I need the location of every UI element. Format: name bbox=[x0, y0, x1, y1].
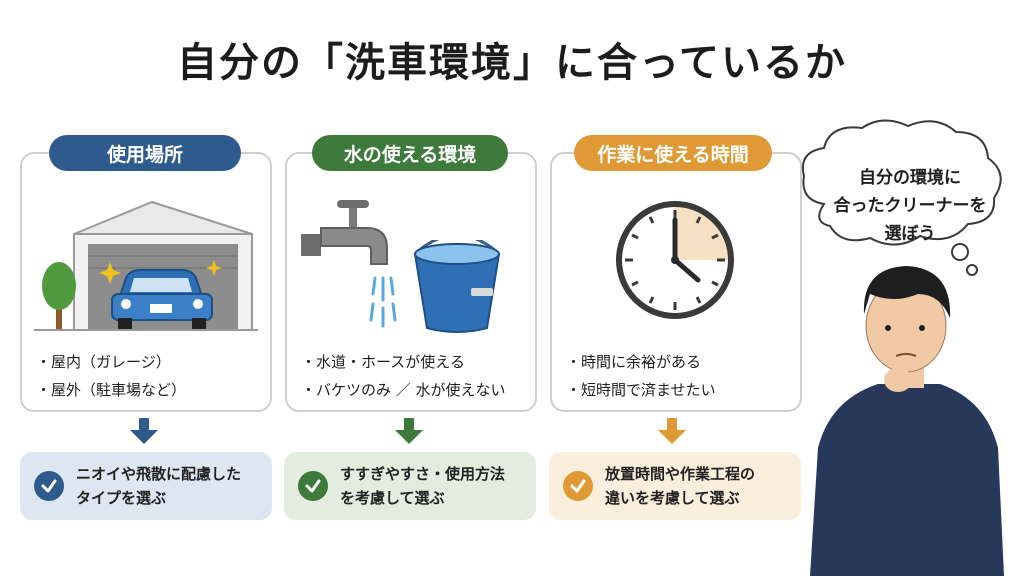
card-usage-location: 屋内（ガレージ） 屋外（駐車場など） bbox=[20, 152, 272, 412]
result-usage-location: ニオイや飛散に配慮した タイプを選ぶ bbox=[20, 452, 272, 520]
clock-icon bbox=[616, 201, 734, 319]
garage-car-icon bbox=[34, 200, 258, 331]
water-environment-list: 水道・ホースが使える バケツのみ ／ 水が使えない bbox=[301, 348, 506, 404]
result-water-environment: すすぎやすさ・使用方法 を考慮して選ぶ bbox=[284, 452, 536, 520]
check-circle-icon bbox=[34, 471, 64, 501]
result-text: すすぎやすさ・使用方法 を考慮して選ぶ bbox=[340, 465, 506, 507]
result-work-time: 放置時間や作業工程の 違いを考慮して選ぶ bbox=[549, 452, 801, 520]
page-title: 自分の「洗車環境」に合っているか bbox=[177, 40, 847, 86]
card-work-time: 時間に余裕がある 短時間で済ませたい bbox=[550, 152, 802, 412]
card-water-environment: 水道・ホースが使える バケツのみ ／ 水が使えない bbox=[285, 152, 537, 412]
check-circle-icon bbox=[298, 471, 328, 501]
usage-location-label: 使用場所 bbox=[49, 135, 241, 171]
thought-bubble-text: 自分の環境に 合ったクリーナーを 選ぼう bbox=[833, 168, 987, 244]
down-arrow-icon bbox=[130, 418, 158, 444]
down-arrow-icon bbox=[395, 418, 423, 444]
list-item: バケツのみ ／ 水が使えない bbox=[301, 376, 506, 404]
list-item: 短時間で済ませたい bbox=[566, 376, 716, 404]
list-item: 水道・ホースが使える bbox=[301, 348, 506, 376]
list-item: 屋内（ガレージ） bbox=[36, 348, 186, 376]
thinking-person-icon bbox=[802, 119, 1004, 576]
work-time-list: 時間に余裕がある 短時間で済ませたい bbox=[566, 348, 716, 404]
list-item: 時間に余裕がある bbox=[566, 348, 716, 376]
work-time-label: 作業に使える時間 bbox=[574, 135, 772, 171]
usage-location-list: 屋内（ガレージ） 屋外（駐車場など） bbox=[36, 348, 186, 404]
faucet-icon bbox=[301, 200, 397, 328]
result-text: 放置時間や作業工程の 違いを考慮して選ぶ bbox=[605, 465, 756, 507]
list-item: 屋外（駐車場など） bbox=[36, 376, 186, 404]
bucket-icon bbox=[413, 240, 501, 333]
down-arrow-icon bbox=[658, 418, 686, 444]
water-environment-label: 水の使える環境 bbox=[312, 135, 508, 171]
result-text: ニオイや飛散に配慮した タイプを選ぶ bbox=[76, 465, 242, 507]
check-circle-icon bbox=[563, 471, 593, 501]
